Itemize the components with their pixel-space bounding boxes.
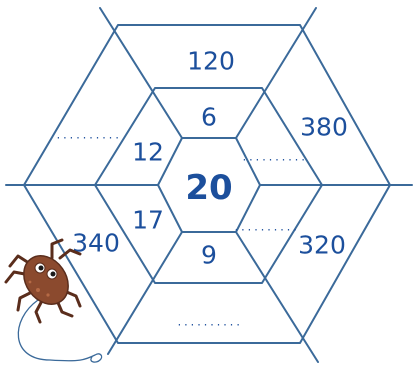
center-number: 20 bbox=[185, 168, 232, 208]
outer-top-cell: 120 bbox=[187, 47, 235, 76]
inner-lower-right-blank[interactable]: .......... bbox=[233, 223, 298, 234]
inner-top-cell: 6 bbox=[201, 103, 217, 132]
inner-bottom-cell: 9 bbox=[201, 241, 217, 270]
outer-bottom-blank[interactable]: .......... bbox=[176, 318, 241, 329]
spider-icon bbox=[6, 240, 102, 362]
outer-upper-left-blank[interactable]: .......... bbox=[55, 131, 120, 142]
inner-upper-left-cell: 12 bbox=[132, 138, 164, 167]
inner-lower-left-cell: 17 bbox=[132, 206, 164, 235]
inner-upper-right-blank[interactable]: .......... bbox=[241, 153, 306, 164]
radial-line bbox=[100, 8, 182, 138]
outer-upper-right-cell: 380 bbox=[300, 113, 348, 142]
outer-lower-right-cell: 320 bbox=[298, 231, 346, 260]
